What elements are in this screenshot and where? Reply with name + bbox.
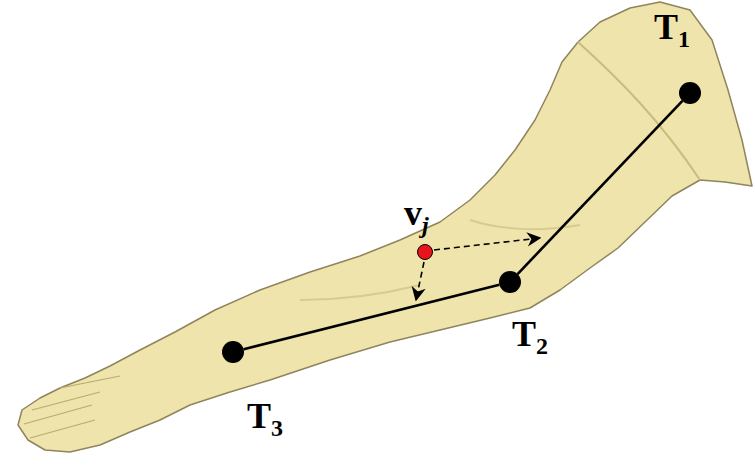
joint-dot: T2	[499, 271, 521, 293]
joint-label: T1	[654, 9, 690, 51]
finger-lines	[24, 376, 120, 438]
dashed-arrow	[416, 262, 424, 300]
joint-label: T3	[247, 398, 283, 440]
bone-segment	[244, 285, 500, 350]
joint-dot: T3	[222, 341, 244, 363]
bone-segment	[518, 101, 683, 274]
muscle-shading	[300, 220, 580, 300]
joint-label: vj	[404, 195, 429, 237]
arm-outline	[18, 2, 752, 452]
joint-dot: T1	[679, 82, 701, 104]
dashed-arrow	[434, 238, 540, 250]
vertex-dot: vj	[417, 244, 433, 260]
joint-label: T2	[512, 316, 548, 358]
shoulder-crease	[578, 42, 700, 180]
